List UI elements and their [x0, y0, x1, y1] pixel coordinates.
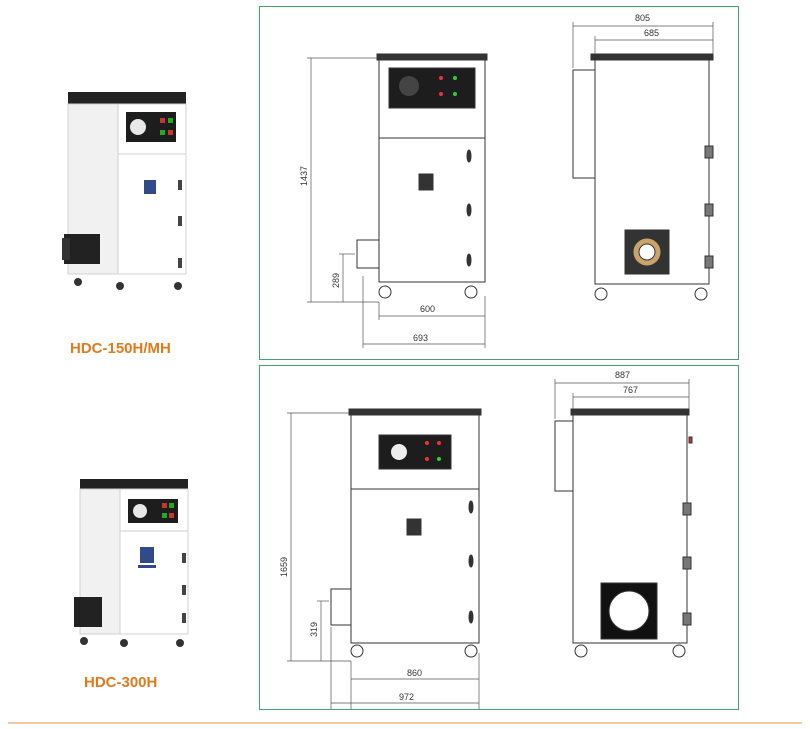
front-indicators-300 — [391, 441, 441, 461]
technical-drawing-hdc-150h: 1437 289 600 693 805 685 — [299, 13, 714, 348]
technical-drawing-hdc-300h: 1659 319 860 972 887 767 — [279, 370, 693, 709]
model-label-hdc-300h: HDC-300H — [84, 674, 158, 691]
dim-front-width-inner-300: 860 — [407, 668, 422, 678]
bottom-divider — [8, 722, 802, 724]
dim-side-depth-total: 805 — [635, 13, 650, 23]
front-view-300 — [330, 408, 482, 658]
dim-side-depth-inner: 685 — [644, 28, 659, 38]
product-photo-hdc-300h — [74, 479, 189, 647]
front-view — [356, 53, 488, 299]
model-label-hdc-150h: HDC-150H/MH — [70, 340, 171, 357]
dim-front-height-300: 1659 — [279, 557, 289, 577]
front-indicators — [399, 76, 457, 96]
dim-inlet-height: 289 — [331, 273, 341, 288]
product-photo-hdc-150h — [62, 92, 187, 290]
dim-front-height: 1437 — [299, 166, 309, 186]
side-view — [572, 53, 714, 301]
dim-side-depth-total-300: 887 — [615, 370, 630, 380]
dim-side-depth-inner-300: 767 — [623, 385, 638, 395]
dim-front-width-inner: 600 — [420, 304, 435, 314]
dim-front-width-total: 693 — [413, 333, 428, 343]
dim-inlet-height-300: 319 — [309, 622, 319, 637]
dim-front-width-total-300: 972 — [399, 692, 414, 702]
side-view-300 — [554, 408, 693, 658]
